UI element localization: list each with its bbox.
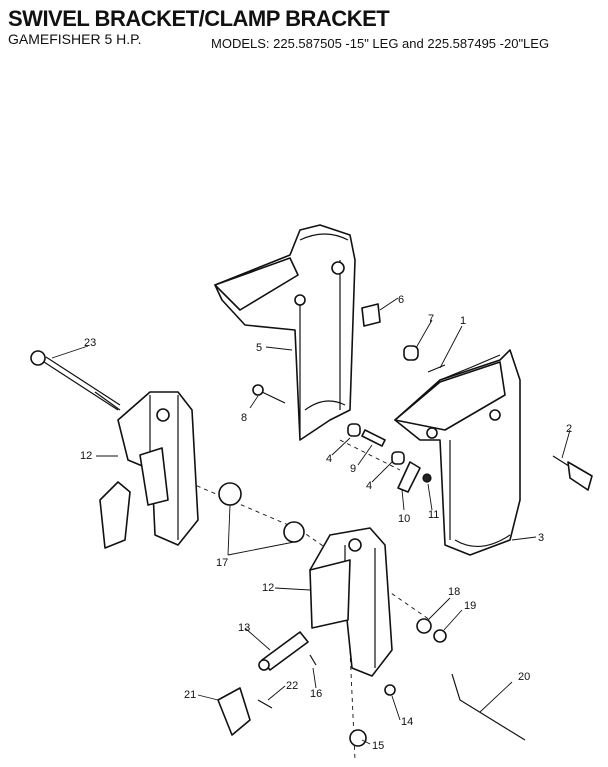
callout-15: 15	[372, 740, 384, 752]
callout-7: 7	[428, 313, 434, 325]
callout-2: 2	[566, 423, 572, 435]
knob-screw-part-2	[552, 455, 593, 491]
pin-part-1	[427, 364, 446, 373]
callout-23: 23	[84, 337, 96, 349]
tilt-rod-part-20	[451, 673, 526, 741]
clamp-pad-part-21	[217, 687, 251, 736]
screw-part-8	[252, 384, 286, 404]
callout-3: 3	[538, 532, 544, 544]
diagram-title: SWIVEL BRACKET/CLAMP BRACKET	[8, 6, 390, 31]
callout-6: 6	[398, 294, 404, 306]
callout-4a: 4	[326, 453, 332, 465]
bushing-part-4a	[347, 423, 361, 437]
callout-16: 16	[310, 688, 322, 700]
callout-22: 22	[286, 680, 298, 692]
bushing-part-4b	[391, 451, 405, 465]
clamp-bracket-right-part	[309, 527, 393, 677]
through-bolt-part-23	[30, 350, 121, 411]
callout-8: 8	[241, 412, 247, 424]
assembly-axis-line	[159, 469, 431, 621]
callout-10: 10	[398, 513, 410, 525]
callout-17: 17	[216, 557, 228, 569]
nut-part-11	[422, 473, 432, 483]
washer-part-18	[416, 618, 432, 634]
washer-part-15	[349, 729, 367, 747]
bushing-part-7	[403, 345, 419, 361]
pad-part-6	[361, 303, 381, 327]
callout-5: 5	[256, 342, 262, 354]
callout-13: 13	[238, 622, 250, 634]
pivot-axis-line	[339, 439, 401, 471]
callout-4b: 4	[366, 480, 372, 492]
models-line: MODELS: 225.587505 -15" LEG and 225.5874…	[211, 36, 550, 51]
washer-part-17a	[218, 482, 242, 506]
callout-18: 18	[448, 586, 460, 598]
pivot-pin-part-9	[361, 429, 386, 447]
screw-part-14	[384, 684, 396, 696]
washer-part-17b	[283, 521, 305, 543]
clamp-screw-part-13	[258, 631, 309, 671]
callout-leaders	[51, 297, 571, 745]
diagram-subtitle: GAMEFISHER 5 H.P.	[8, 31, 142, 47]
callout-20: 20	[518, 671, 530, 683]
swivel-bracket-part	[214, 224, 356, 441]
clamp-bracket-left-part	[99, 391, 199, 549]
callout-9: 9	[350, 463, 356, 475]
pin-part-16	[309, 654, 317, 666]
callout-11: 11	[428, 509, 439, 521]
callout-14: 14	[401, 716, 413, 728]
callout-19: 19	[464, 600, 476, 612]
swivel-housing-part	[394, 349, 521, 556]
lever-part-10	[397, 461, 421, 493]
callout-12a: 12	[80, 450, 92, 462]
callout-1: 1	[460, 315, 466, 327]
callout-21: 21	[184, 689, 196, 701]
pin-part-22	[257, 699, 273, 709]
locknut-part-19	[433, 629, 447, 643]
callout-12b: 12	[262, 582, 274, 594]
